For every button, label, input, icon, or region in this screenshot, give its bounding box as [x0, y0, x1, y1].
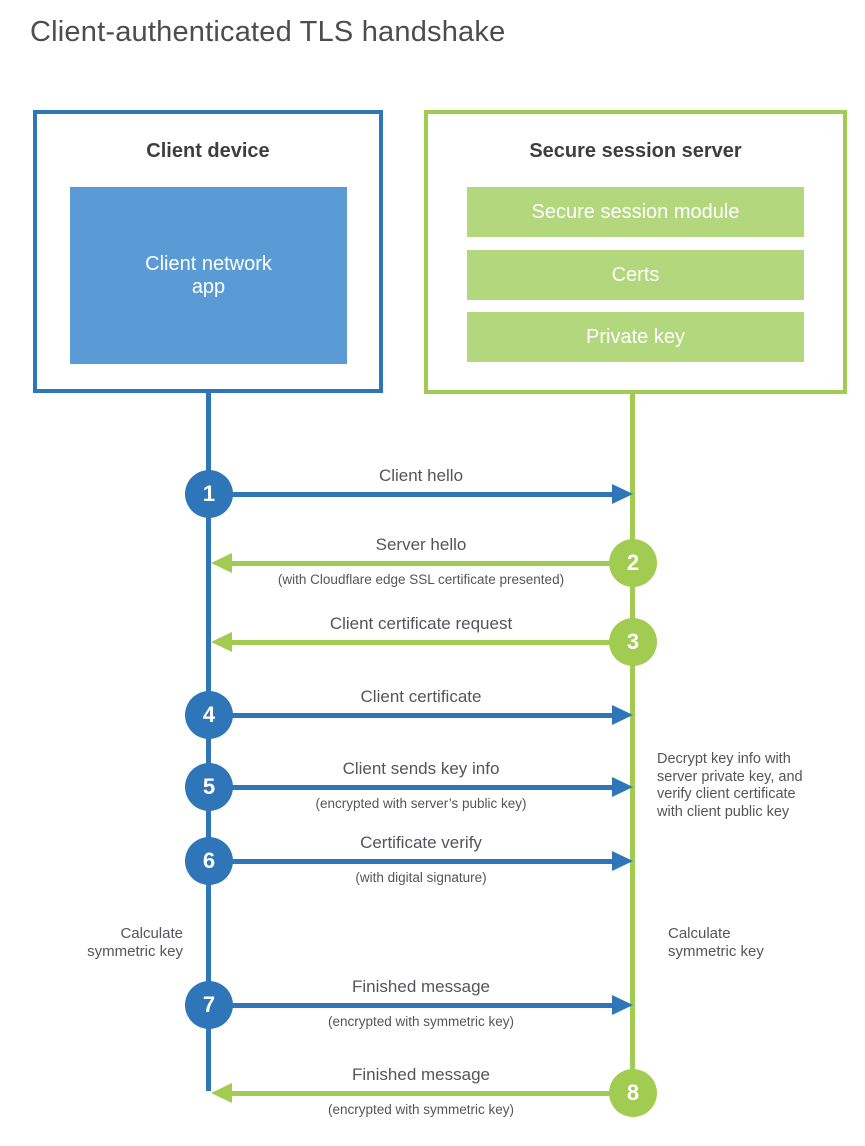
calculate-symmetric-key-note-client: Calculate symmetric key	[87, 925, 183, 961]
arrow-left-icon	[211, 553, 232, 573]
step-sublabel: (with Cloudflare edge SSL certificate pr…	[277, 572, 565, 587]
step-label: Server hello	[375, 535, 467, 554]
decrypt-note: Decrypt key info with server private key…	[657, 751, 803, 821]
arrow-left-icon	[211, 1083, 232, 1103]
step-label: Finished message	[352, 1065, 490, 1084]
step-sublabel: (encrypted with symmetric key)	[327, 1014, 515, 1029]
step-label: Client sends key info	[342, 759, 500, 778]
arrow-right-icon	[612, 484, 633, 504]
arrow-line	[211, 784, 612, 790]
step-label: Client hello	[378, 466, 464, 485]
client-device-box: Client device Client network app	[33, 110, 383, 393]
server-box: Secure session server Secure session mod…	[424, 110, 847, 394]
step-badge: 1	[185, 470, 233, 518]
arrow-line	[231, 1090, 635, 1096]
step-label: Client certificate request	[329, 614, 513, 633]
page-title: Client-authenticated TLS handshake	[30, 16, 506, 48]
arrow-line	[211, 1002, 612, 1008]
arrow-right-icon	[612, 851, 633, 871]
step-sublabel: (encrypted with symmetric key)	[327, 1102, 515, 1117]
arrow-left-icon	[211, 632, 232, 652]
step-badge: 7	[185, 981, 233, 1029]
arrow-line	[231, 639, 635, 645]
arrow-right-icon	[612, 995, 633, 1015]
step-badge: 2	[609, 539, 657, 587]
client-box-title: Client device	[146, 140, 270, 162]
server-certs-bar: Certs	[467, 250, 804, 300]
arrow-right-icon	[612, 777, 633, 797]
server-private-key-bar: Private key	[467, 312, 804, 362]
step-badge: 4	[185, 691, 233, 739]
step-badge: 6	[185, 837, 233, 885]
step-label: Finished message	[352, 977, 490, 996]
server-lifeline	[630, 394, 635, 1093]
step-label: Client certificate	[360, 687, 482, 706]
calculate-symmetric-key-note-server: Calculate symmetric key	[668, 925, 764, 961]
step-badge: 3	[609, 618, 657, 666]
arrow-right-icon	[612, 705, 633, 725]
arrow-line	[231, 560, 635, 566]
step-sublabel: (encrypted with server’s public key)	[315, 796, 527, 811]
server-module-bar: Secure session module	[467, 187, 804, 237]
arrow-line	[211, 491, 612, 497]
step-badge: 8	[609, 1069, 657, 1117]
step-badge: 5	[185, 763, 233, 811]
client-network-app-block: Client network app	[70, 187, 347, 364]
step-sublabel: (with digital signature)	[355, 870, 487, 885]
arrow-line	[211, 858, 612, 864]
step-label: Certificate verify	[360, 833, 482, 852]
server-box-title: Secure session server	[529, 140, 742, 162]
client-lifeline	[206, 393, 211, 1091]
arrow-line	[211, 712, 612, 718]
